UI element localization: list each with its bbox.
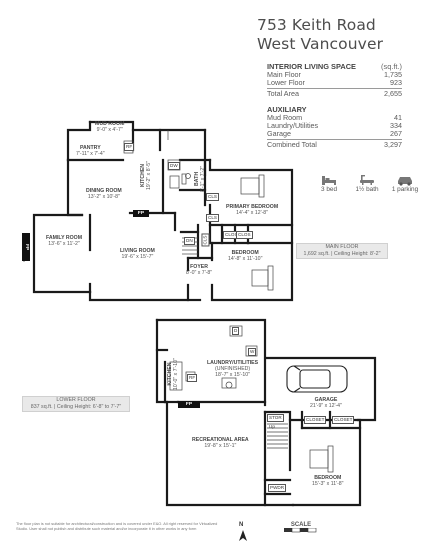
closet-tag: CLS <box>206 193 219 201</box>
auxiliary-heading: AUXILIARY <box>267 105 307 114</box>
lower-floor-walls <box>155 318 377 507</box>
closet-tag: CLOS <box>236 231 253 239</box>
bath-stat: 1½ bath <box>348 170 386 193</box>
main-floor-info: MAIN FLOOR 1,692 sq.ft. | Ceiling Height… <box>296 243 388 259</box>
room-laundry-utilities: LAUNDRY/UTILITIES(UNFINISHED)18'-7" x 15… <box>207 360 259 378</box>
storage-tag: STOR <box>267 414 284 422</box>
bathtub-icon <box>348 170 386 186</box>
closet-tag: CLOSET <box>332 416 355 424</box>
parking-stat: 1 parking <box>386 170 424 193</box>
car-icon <box>286 365 348 393</box>
bed-stat: 3 bed <box>310 170 348 193</box>
car-icon <box>386 170 424 186</box>
lower-floor-info: LOWER FLOOR 837 sq.ft. | Ceiling Height:… <box>22 396 130 412</box>
address-line-1: 753 Keith Road <box>257 16 376 34</box>
closet-tag: CLS <box>201 233 210 247</box>
scale-indicator: SCALE <box>284 522 318 536</box>
stairs-down-tag: DN <box>184 237 195 245</box>
divider <box>267 139 402 141</box>
washer-tag: W <box>248 348 257 356</box>
bed-icon <box>310 170 348 186</box>
fireplace-tag: FP <box>22 233 30 261</box>
stairs-up-tag: Up <box>269 424 275 429</box>
address-line-2: West Vancouver <box>257 35 384 53</box>
divider <box>267 88 402 90</box>
fireplace-tag: FP <box>178 401 200 408</box>
refrigerator-tag: RF <box>187 374 198 382</box>
dryer-tag: D <box>232 327 240 335</box>
interior-heading: INTERIOR LIVING SPACE <box>267 62 356 71</box>
dishwasher-tag: DW <box>168 162 180 170</box>
refrigerator-tag: RF <box>124 143 135 151</box>
fireplace-tag: FP <box>133 210 149 217</box>
closet-tag: CLS <box>206 214 219 222</box>
scale-bar-icon <box>284 527 317 533</box>
property-stats: 3 bed 1½ bath 1 parking <box>310 170 424 193</box>
unit-label: (sq.ft.) <box>381 62 402 71</box>
north-label: N <box>239 522 244 528</box>
powder-room-tag: PWDR <box>268 484 287 492</box>
disclaimer-text: The floor plan is not suitable for archi… <box>16 521 218 531</box>
north-arrow-icon: N <box>236 522 250 549</box>
closet-tag: CLOSET <box>304 416 327 424</box>
interior-area-table: INTERIOR LIVING SPACE (sq.ft.) Main Floo… <box>267 62 402 99</box>
